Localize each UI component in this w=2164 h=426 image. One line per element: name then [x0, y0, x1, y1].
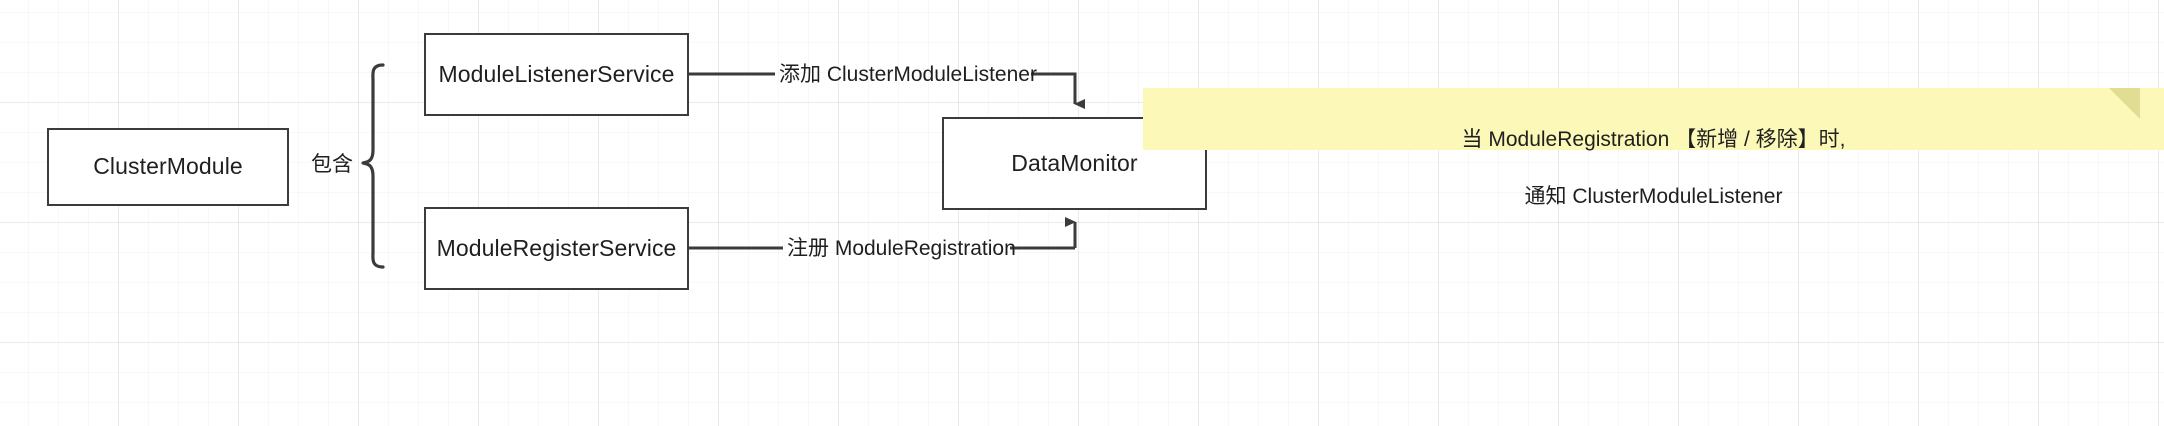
edge-label-register-module-registration: 注册 ModuleRegistration [787, 237, 1016, 260]
note-line-1: 当 ModuleRegistration 【新增 / 移除】时, [1461, 128, 1846, 152]
brace-label-contains: 包含 [311, 153, 353, 176]
node-module-register-service[interactable]: ModuleRegisterService [424, 207, 689, 290]
brace-contains [361, 63, 385, 269]
edge-label-add-cluster-module-listener: 添加 ClusterModuleListener [779, 63, 1037, 86]
note-line-2: 通知 ClusterModuleListener [1524, 185, 1783, 209]
node-data-monitor-label: DataMonitor [1011, 149, 1138, 176]
note-fold-corner-icon [2109, 88, 2140, 119]
node-module-listener-service-label: ModuleListenerService [438, 60, 675, 87]
node-cluster-module[interactable]: ClusterModule [47, 128, 289, 206]
note-data-monitor[interactable]: 当 ModuleRegistration 【新增 / 移除】时, 通知 Clus… [1143, 88, 2164, 208]
node-module-listener-service[interactable]: ModuleListenerService [424, 33, 689, 116]
node-module-register-service-label: ModuleRegisterService [436, 234, 677, 261]
node-cluster-module-label: ClusterModule [93, 153, 243, 180]
